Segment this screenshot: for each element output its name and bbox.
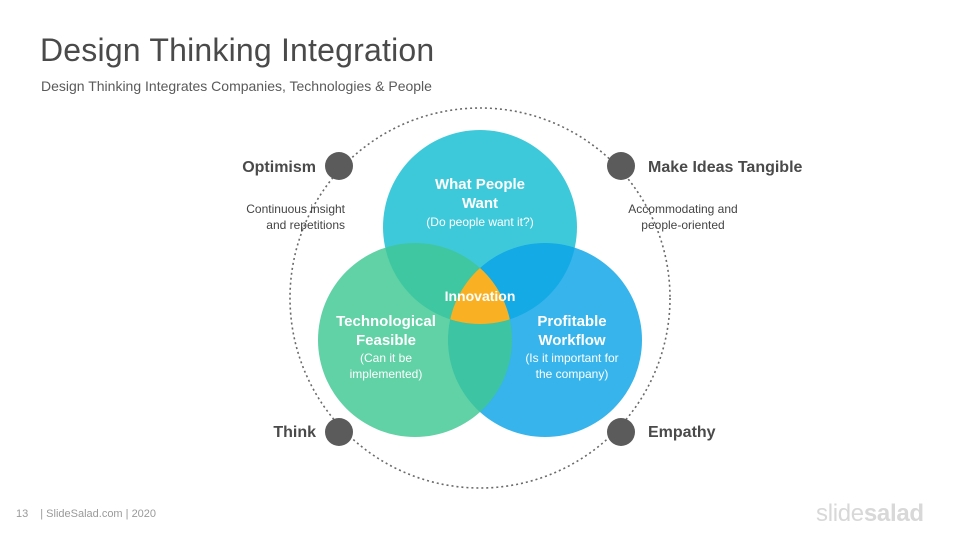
right-circle-sub-line2: the company) bbox=[536, 367, 609, 381]
right-circle-title-line1: Profitable bbox=[537, 313, 606, 330]
marker-optimism-dot bbox=[325, 152, 353, 180]
left-circle-title-line1: Technological bbox=[336, 313, 436, 330]
right-circle-title-line2: Workflow bbox=[538, 332, 606, 349]
top-circle-title-line1: What People bbox=[435, 176, 525, 193]
marker-tangible-dot bbox=[607, 152, 635, 180]
desc-optimism-line1: Continuous insight bbox=[246, 202, 345, 216]
page-title: Design Thinking Integration bbox=[40, 32, 435, 68]
left-circle-title-line2: Feasible bbox=[356, 332, 416, 349]
brand-logo-light: slide bbox=[816, 500, 864, 527]
right-circle-sub-line1: (Is it important for bbox=[525, 351, 618, 365]
left-circle-sub-line1: (Can it be bbox=[360, 351, 412, 365]
label-optimism: Optimism bbox=[242, 159, 316, 176]
desc-optimism-line2: and repetitions bbox=[266, 218, 345, 232]
brand-logo: slidesalad bbox=[816, 500, 924, 528]
label-make-ideas-tangible: Make Ideas Tangible bbox=[648, 159, 803, 176]
footer-credit: | SlideSalad.com | 2020 bbox=[40, 508, 157, 520]
footer: 13 | SlideSalad.com | 2020 bbox=[16, 508, 156, 520]
label-empathy: Empathy bbox=[648, 424, 716, 441]
dotted-orbit-ring bbox=[289, 107, 671, 489]
label-think: Think bbox=[273, 424, 316, 441]
desc-tangible-line2: people-oriented bbox=[641, 218, 724, 232]
center-label-innovation: Innovation bbox=[445, 288, 516, 304]
desc-tangible-line1: Accommodating and bbox=[628, 202, 737, 216]
top-circle-title-line2: Want bbox=[462, 195, 498, 212]
marker-think-dot bbox=[325, 418, 353, 446]
page-number: 13 bbox=[16, 508, 29, 520]
marker-empathy-dot bbox=[607, 418, 635, 446]
left-circle-sub-line2: implemented) bbox=[350, 367, 423, 381]
top-circle-subtitle: (Do people want it?) bbox=[426, 215, 533, 229]
innovation-overlap bbox=[448, 243, 512, 324]
brand-logo-bold: salad bbox=[863, 500, 924, 527]
page-subtitle: Design Thinking Integrates Companies, Te… bbox=[41, 78, 432, 94]
